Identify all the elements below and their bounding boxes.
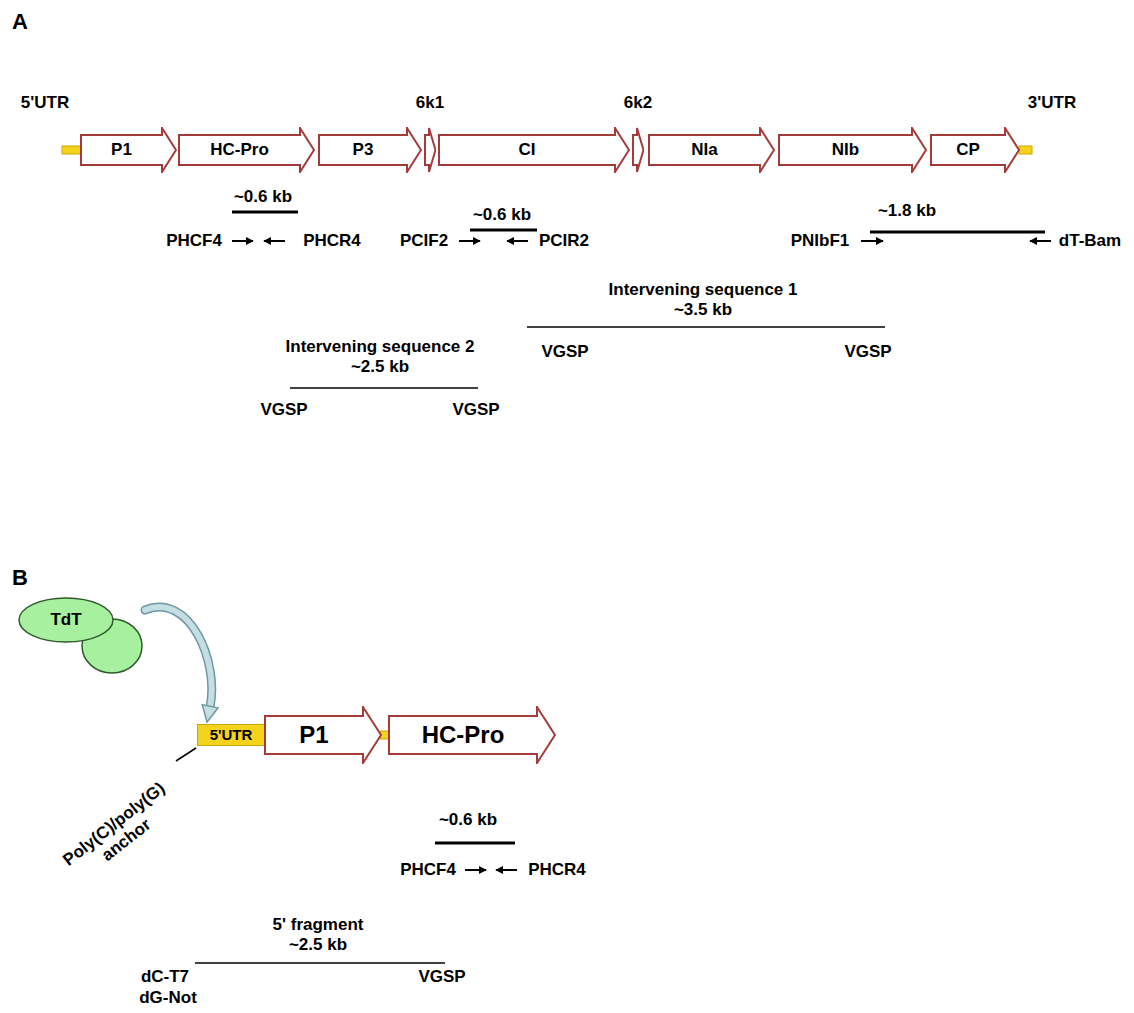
size-label: ~0.6 kb (234, 187, 292, 207)
gene-label: P3 (353, 141, 374, 160)
enzyme-lobe (19, 598, 113, 642)
enzyme-outline (17, 596, 145, 674)
primer-name: dT-Bam (1059, 231, 1121, 251)
small-gene-arrow: 6k2 (632, 127, 644, 173)
arrow-shape (649, 128, 774, 172)
primer-name: VGSP (418, 967, 465, 987)
primer-arrow (232, 240, 253, 242)
primer-name: VGSP (452, 400, 499, 420)
gene-arrow: NIa (648, 127, 775, 173)
amplicon-line (470, 229, 537, 232)
amplicon-line (195, 962, 445, 964)
arrow-shape (425, 128, 436, 172)
utr-segment (62, 146, 81, 154)
fragment-label: 5' fragment (273, 915, 364, 935)
gene-label: NIa (691, 141, 717, 160)
gene-label: NIb (832, 141, 859, 160)
primer-arrow (459, 240, 480, 242)
enzyme-shape: TdT (17, 596, 145, 674)
curved-arrow (145, 607, 218, 722)
arrow-outline (145, 607, 212, 706)
gene-arrow: HC-Pro (388, 706, 556, 764)
primer-arrow (496, 869, 517, 871)
arrow-shape (81, 128, 176, 172)
gene-label: CI (519, 141, 536, 160)
arrow-head (202, 705, 218, 722)
anchor-label: Poly(C)/poly(G) anchor (49, 770, 191, 893)
arrow-outline (632, 127, 644, 173)
small-gene-arrow: 6k1 (424, 127, 436, 173)
primer-name: VGSP (260, 400, 307, 420)
arrow-shape (179, 128, 314, 172)
gene-label: HC-Pro (422, 722, 505, 748)
region-label: 3'UTR (1028, 93, 1076, 113)
primer-name: PCIR2 (539, 231, 589, 251)
primer-name: PHCF4 (166, 231, 222, 251)
amplicon-line (232, 211, 298, 214)
arrow-outline (424, 127, 436, 173)
fragment-label: Intervening sequence 1 (609, 280, 798, 300)
primer-arrow (264, 240, 285, 242)
size-label: ~2.5 kb (289, 935, 347, 955)
arrow-shape (439, 128, 629, 172)
panel-letter: B (12, 565, 28, 590)
gene-arrow: P3 (318, 127, 422, 173)
gene-label: CP (956, 141, 980, 160)
arrow-shape (779, 128, 926, 172)
gene-arrow: P1 (80, 127, 177, 173)
gene-label: 5'UTR (210, 727, 253, 744)
utr-segment (1019, 146, 1032, 154)
size-label: ~2.5 kb (351, 357, 409, 377)
gene-label: HC-Pro (210, 141, 269, 160)
gene-arrow: HC-Pro (178, 127, 315, 173)
primer-name: dC-T7 (141, 967, 189, 987)
size-label: ~3.5 kb (674, 300, 732, 320)
size-label: ~0.6 kb (439, 810, 497, 830)
gene-label: 6k2 (624, 93, 652, 113)
gene-arrow: NIb (778, 127, 927, 173)
size-label: ~0.6 kb (473, 205, 531, 225)
gene-arrow: P1 (264, 706, 382, 764)
primer-name: PHCF4 (400, 860, 456, 880)
primer-name: PHCR4 (528, 860, 586, 880)
primer-arrow (1030, 240, 1051, 242)
size-label: ~1.8 kb (878, 201, 936, 221)
primer-name: VGSP (541, 342, 588, 362)
amplicon-line (290, 387, 478, 389)
gene-label: 6k1 (416, 93, 444, 113)
primer-name: VGSP (844, 342, 891, 362)
region-label: 5'UTR (21, 93, 69, 113)
gene-label: TdT (50, 611, 81, 630)
leader-line (176, 748, 196, 761)
gene-label: P1 (299, 722, 328, 748)
gene-arrow: CI (438, 127, 630, 173)
primer-arrow (507, 240, 528, 242)
arrow-shape (633, 128, 644, 172)
amplicon-line (435, 842, 515, 845)
primer-arrow (861, 240, 883, 242)
amplicon-line (870, 231, 1045, 234)
primer-name: PHCR4 (303, 231, 361, 251)
arrow-shape (265, 707, 381, 763)
gene-arrow: CP (930, 127, 1020, 173)
arrow-shape (931, 128, 1019, 172)
primer-name: dG-Not (139, 988, 197, 1008)
primer-arrow (465, 869, 486, 871)
panel-letter: A (12, 9, 28, 34)
amplicon-line (527, 326, 885, 328)
gene-label: P1 (111, 141, 132, 160)
utr-box: 5'UTR (197, 724, 265, 746)
arrow-shape (319, 128, 421, 172)
fragment-label: Intervening sequence 2 (286, 337, 475, 357)
arrow-shape (389, 707, 555, 763)
arrow-body (145, 607, 212, 706)
primer-name: PNIbF1 (791, 231, 850, 251)
primer-name: PCIF2 (400, 231, 448, 251)
